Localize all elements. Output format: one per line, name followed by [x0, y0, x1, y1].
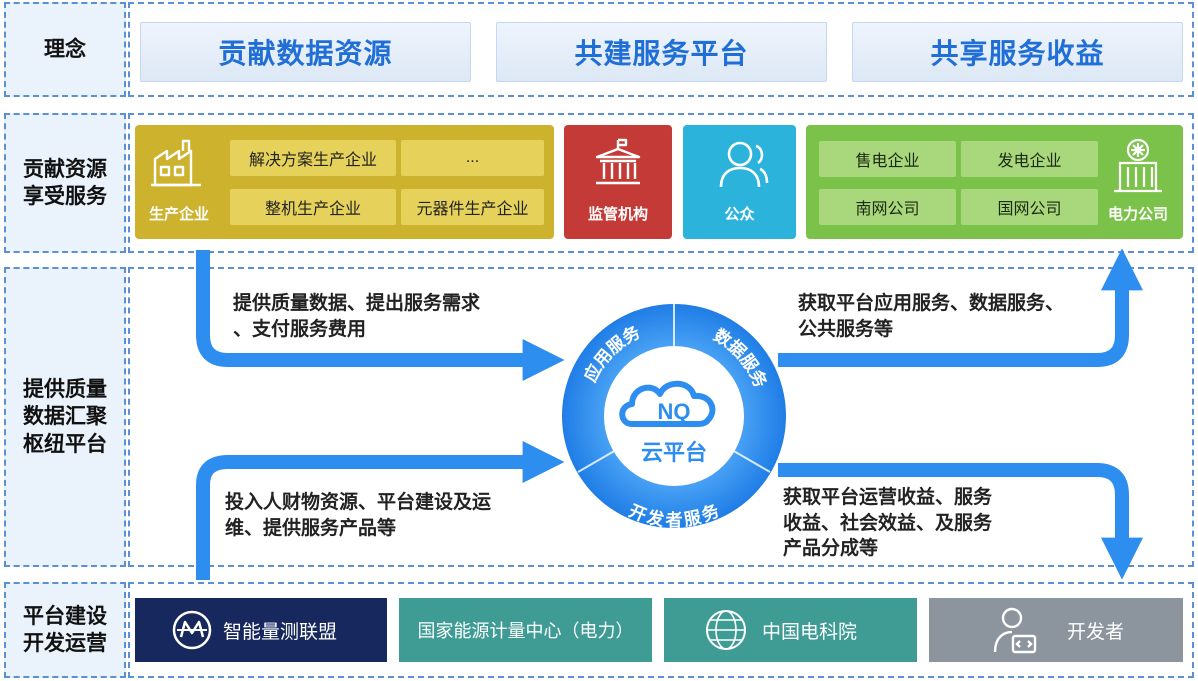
- power-cell-south-grid: 南网公司: [819, 189, 956, 225]
- alliance-logo-icon: [172, 610, 212, 650]
- power-cell-generation: 发电企业: [961, 141, 1098, 177]
- power-cell-state-grid: 国网公司: [961, 189, 1098, 225]
- factory-icon: [151, 139, 201, 187]
- bottom-epri: 中国电科院: [664, 598, 917, 662]
- cloud-icon: NQ: [619, 380, 716, 427]
- bottom-metering-center: 国家能源计量中心（电力）: [399, 598, 652, 662]
- cloud-center-label: 云平台: [641, 440, 707, 465]
- cloud-logo-text: NQ: [658, 399, 691, 424]
- idea-share-revenue-text: 共享服务收益: [930, 38, 1105, 69]
- flow-text-bottom-right-line2: 收益、社会效益、及服务: [783, 512, 993, 534]
- idea-contribute-data-text: 贡献数据资源: [218, 38, 393, 69]
- bottom-developer-label: 开发者: [1067, 621, 1125, 643]
- flow-text-top-right: 获取平台应用服务、数据服务、 公共服务等: [798, 291, 1064, 342]
- power-cell-sales: 售电企业: [819, 141, 956, 177]
- flow-text-bottom-right-line1: 获取平台运营收益、服务: [783, 487, 993, 508]
- production-cell-solution: 解决方案生产企业: [230, 140, 396, 176]
- bottom-alliance-label: 智能量测联盟: [223, 621, 338, 643]
- production-enterprise-box: 生产企业 解决方案生产企业 ... 整机生产企业 元器件生产企业: [135, 125, 554, 239]
- regulator-box: 监管机构: [564, 125, 672, 239]
- government-building-icon: [595, 138, 641, 185]
- flow-text-bottom-left: 投入人财物资源、平台建设及运 维、提供服务产品等: [225, 490, 491, 541]
- row-label-contribute: 贡献资源 享受服务: [4, 113, 126, 253]
- idea-share-revenue: 共享服务收益: [852, 22, 1183, 82]
- idea-co-build-platform-text: 共建服务平台: [574, 38, 749, 69]
- row-label-idea-text: 理念: [44, 37, 86, 61]
- flow-text-top-left: 提供质量数据、提出服务需求 、支付服务费用: [233, 291, 480, 342]
- flow-text-top-right-line1: 获取平台应用服务、数据服务、: [798, 293, 1065, 314]
- production-cell-component: 元器件生产企业: [401, 189, 544, 225]
- flow-text-bottom-right-line3: 产品分成等: [783, 538, 879, 560]
- row-idea: 贡献数据资源 共建服务平台 共享服务收益: [128, 2, 1194, 97]
- row-label-hub-line1: 提供质量: [23, 378, 107, 402]
- idea-co-build-platform: 共建服务平台: [496, 22, 827, 82]
- row-label-hub-line3: 枢纽平台: [23, 432, 107, 456]
- row-label-idea: 理念: [4, 2, 126, 97]
- row-label-build-line1: 平台建设: [23, 604, 107, 628]
- power-company-box: 售电企业 发电企业 南网公司 国网公司 电力公司: [806, 125, 1183, 239]
- flow-text-bottom-left-line2: 维、提供服务产品等: [225, 517, 397, 539]
- production-cell-more: ...: [401, 140, 544, 176]
- row-label-contribute-line2: 享受服务: [23, 185, 107, 208]
- bottom-developer: 开发者: [929, 598, 1183, 662]
- production-cell-machine: 整机生产企业: [230, 189, 396, 225]
- flow-text-top-left-line1: 提供质量数据、提出服务需求: [233, 293, 481, 314]
- row-label-build: 平台建设 开发运营: [4, 582, 126, 678]
- flow-text-top-right-line2: 公共服务等: [798, 318, 894, 340]
- flow-arrow-to-users: [778, 248, 1143, 367]
- bottom-alliance: 智能量测联盟: [135, 598, 387, 662]
- flow-text-top-left-line2: 、支付服务费用: [233, 318, 367, 340]
- idea-contribute-data: 贡献数据资源: [140, 22, 471, 82]
- flow-text-bottom-left-line1: 投入人财物资源、平台建设及运: [225, 492, 492, 513]
- public-box: 公众: [683, 125, 796, 239]
- row-label-hub: 提供质量 数据汇聚 枢纽平台: [4, 267, 126, 567]
- flow-text-bottom-right: 获取平台运营收益、服务 收益、社会效益、及服务 产品分成等: [783, 485, 992, 562]
- power-label: 电力公司: [1107, 206, 1168, 223]
- flow-arrow-to-platform-top: [196, 250, 565, 381]
- cloud-platform: 应用服务 数据服务 开发者服务 NQ 云平台: [562, 304, 786, 530]
- flow-arrow-to-builders: [778, 463, 1143, 580]
- public-label: 公众: [724, 206, 755, 223]
- flow-arrow-to-platform-bottom: [196, 441, 565, 580]
- bottom-metering-center-label: 国家能源计量中心（电力）: [417, 621, 634, 641]
- people-icon: [719, 141, 769, 188]
- power-building-icon: [1114, 138, 1162, 193]
- epri-logo-icon: [706, 610, 746, 650]
- regulator-label: 监管机构: [587, 206, 648, 223]
- row-label-build-line2: 开发运营: [23, 632, 107, 655]
- bottom-epri-label: 中国电科院: [762, 621, 858, 643]
- developer-icon: [993, 607, 1037, 654]
- production-label: 生产企业: [148, 206, 209, 223]
- row-label-hub-line2: 数据汇聚: [23, 405, 107, 429]
- row-label-contribute-line1: 贡献资源: [23, 157, 107, 181]
